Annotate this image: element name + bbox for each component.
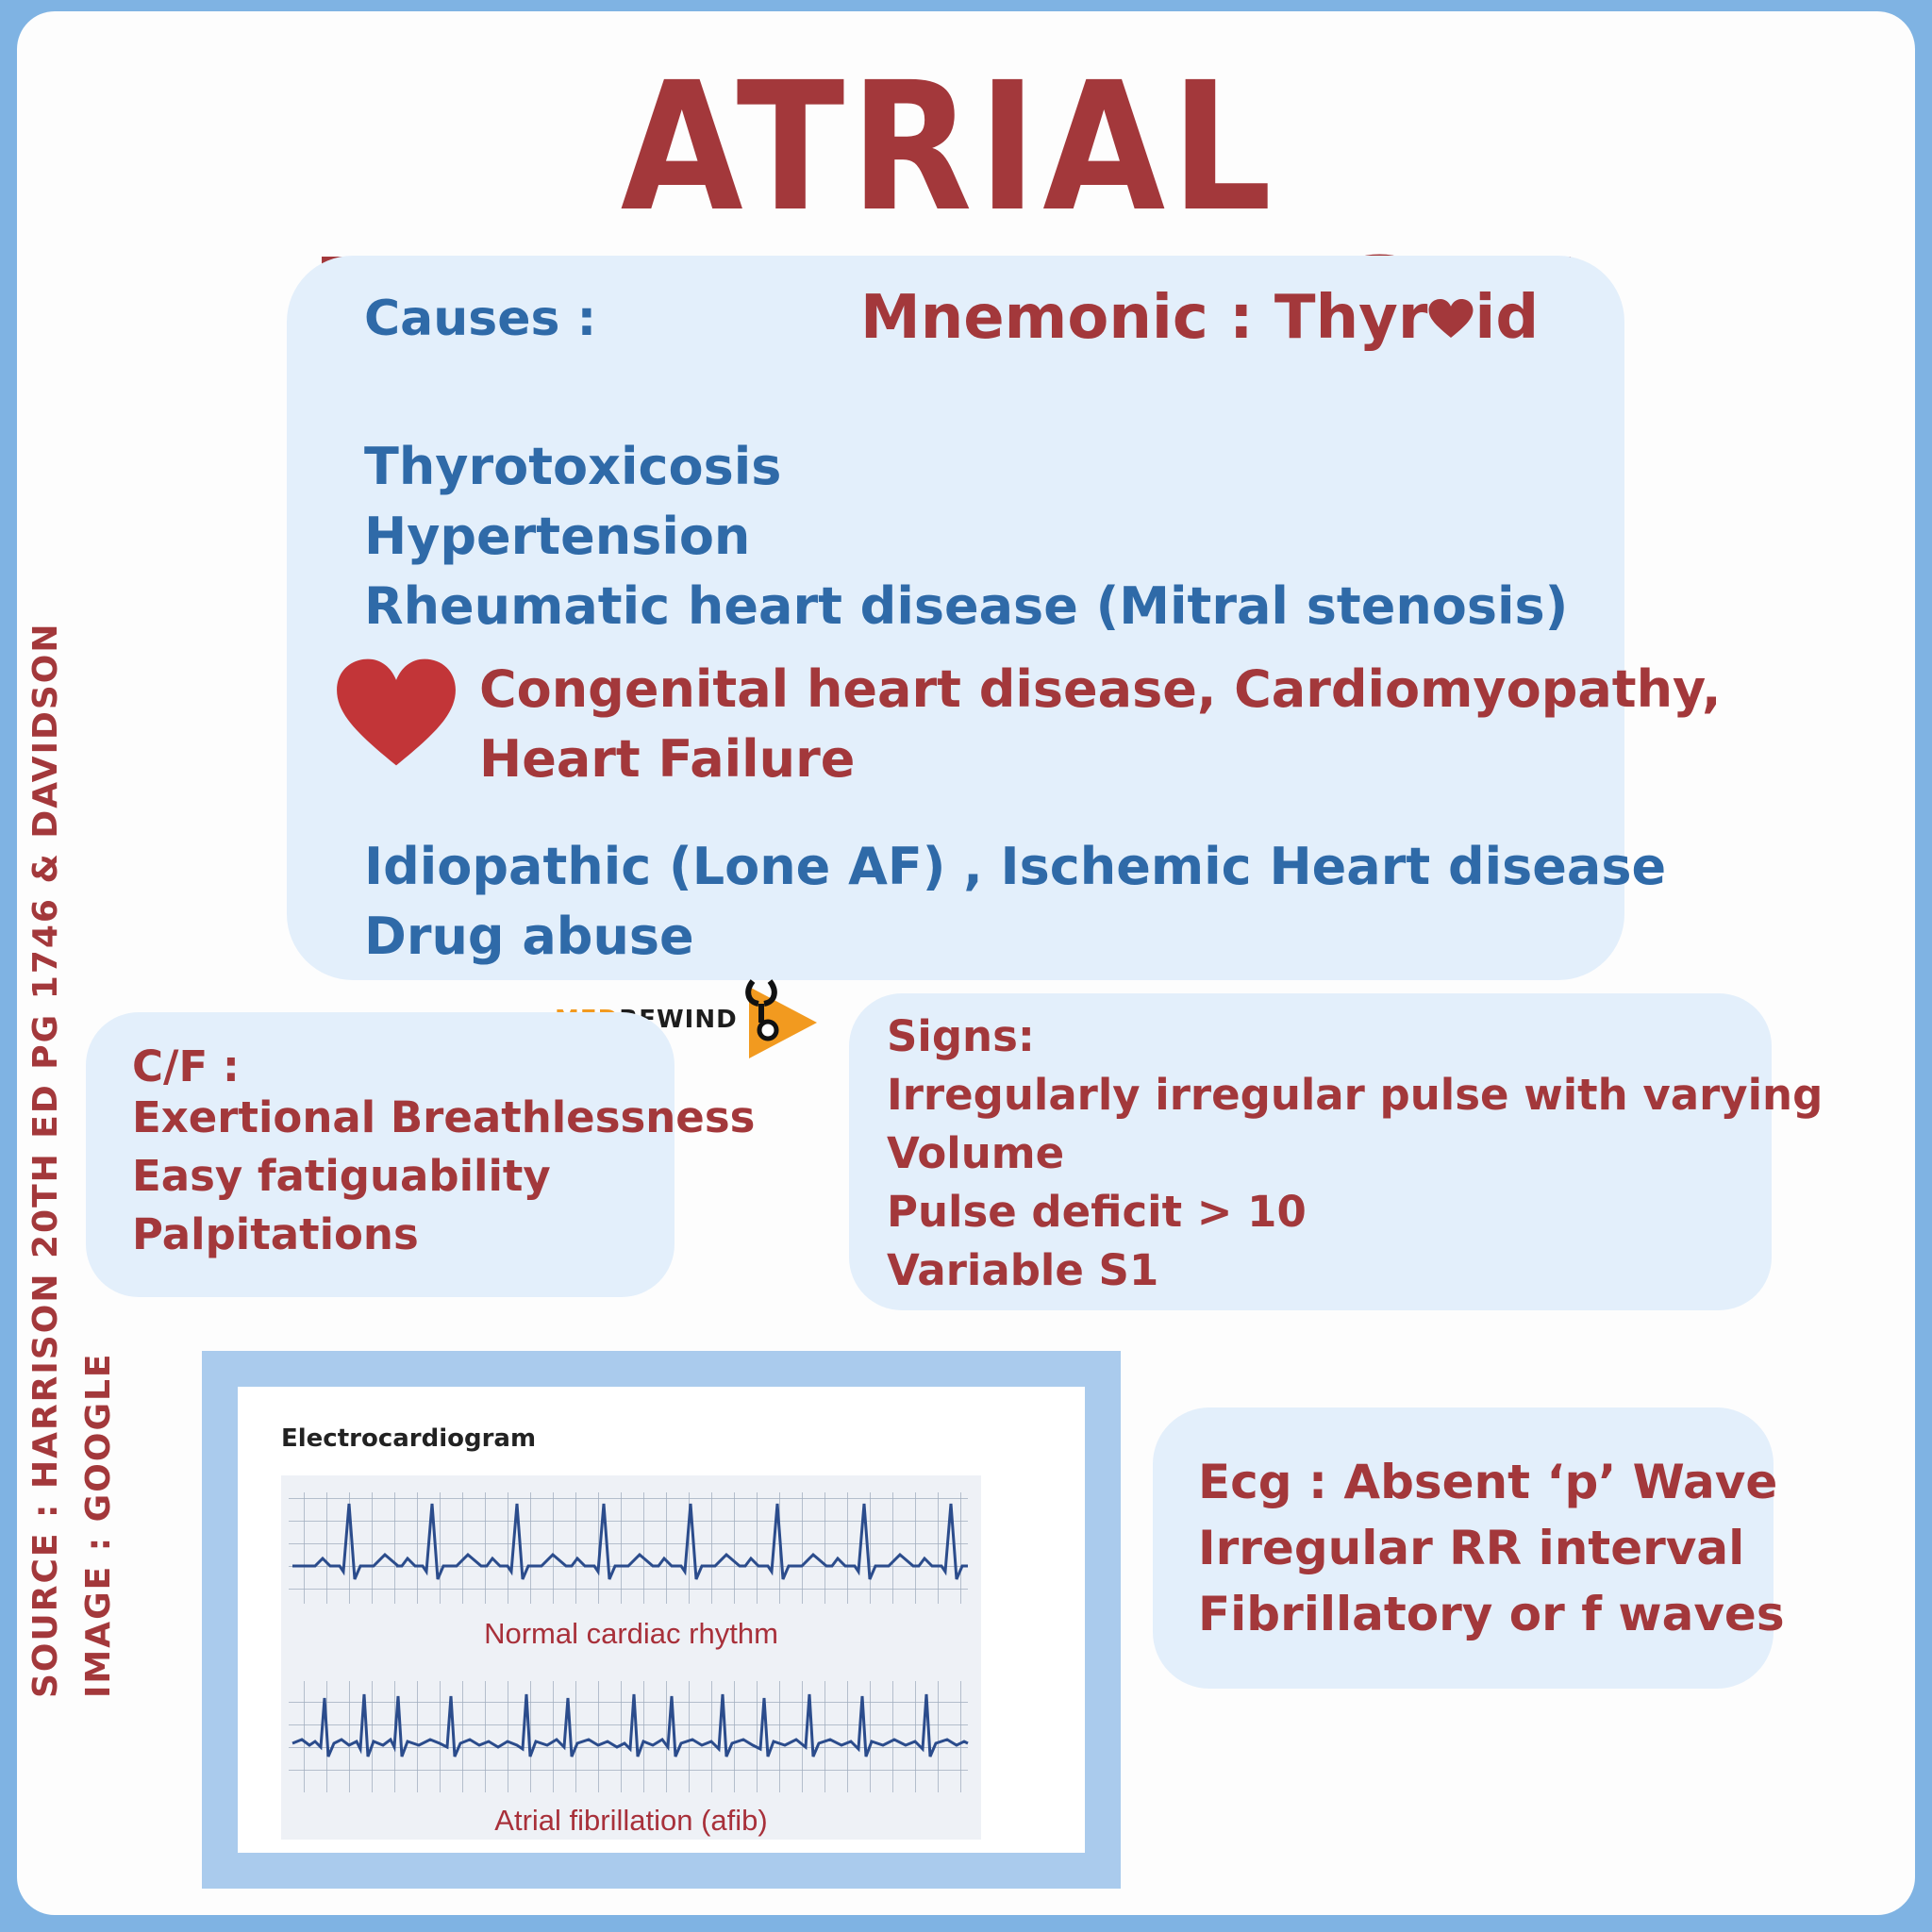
caption-normal-rhythm: Normal cardiac rhythm	[484, 1617, 778, 1650]
caption-atrial-fibrillation: Atrial fibrillation (afib)	[494, 1804, 768, 1837]
sign-item: Irregularly irregular pulse with varying	[887, 1070, 1824, 1120]
afib-trace	[291, 1693, 969, 1757]
ecg-image-title: Electrocardiogram	[281, 1424, 537, 1453]
heart-icon	[337, 658, 456, 766]
ecg-strip: Normal cardiac rhythm Atrial fibrillatio…	[281, 1475, 981, 1840]
normal-rhythm-trace	[292, 1503, 968, 1580]
source-credit: SOURCE : HARRISON 20TH ED PG 1746 & DAVI…	[26, 622, 65, 1698]
play-logo-icon	[745, 979, 817, 1058]
heart-icon	[1428, 298, 1474, 339]
ecg-finding-item: Irregular RR interval	[1198, 1521, 1745, 1575]
mnemonic-prefix: Mnemonic : Thyr	[860, 283, 1428, 353]
clinical-features-heading: C/F :	[132, 1041, 240, 1091]
causes-heading: Causes :	[364, 291, 597, 347]
cause-item: Heart Failure	[479, 729, 856, 789]
ecg-finding-item: Ecg : Absent ‘p’ Wave	[1198, 1455, 1778, 1509]
clinical-feature-item: Easy fatiguability	[132, 1151, 551, 1201]
cause-item: Drug abuse	[364, 907, 694, 966]
clinical-features-panel	[86, 1012, 675, 1297]
source-credits: SOURCE : HARRISON 20TH ED PG 1746 & DAVI…	[19, 622, 142, 1698]
ecg-traces	[289, 1492, 969, 1792]
image-credit: IMAGE : GOOGLE	[79, 1352, 118, 1698]
ecg-image: Electrocardiogram Normal cardiac rhythm …	[238, 1387, 1085, 1853]
mnemonic-suffix: id	[1474, 283, 1540, 353]
ecg-grid-normal	[289, 1492, 968, 1604]
mnemonic-heading: Mnemonic : Thyr id	[860, 283, 1539, 353]
clinical-feature-item: Exertional Breathlessness	[132, 1092, 756, 1142]
sign-item: Variable S1	[887, 1245, 1159, 1295]
cause-item: Thyrotoxicosis	[364, 437, 782, 496]
cause-item: Congenital heart disease, Cardiomyopathy…	[479, 659, 1722, 719]
clinical-feature-item: Palpitations	[132, 1209, 419, 1259]
ecg-image-frame: Electrocardiogram Normal cardiac rhythm …	[202, 1351, 1121, 1889]
sign-item: Volume	[887, 1128, 1065, 1178]
signs-panel	[849, 993, 1772, 1310]
signs-heading: Signs:	[887, 1011, 1035, 1061]
sign-item: Pulse deficit > 10	[887, 1187, 1307, 1237]
cause-item: Idiopathic (Lone AF) , Ischemic Heart di…	[364, 837, 1667, 896]
ecg-finding-item: Fibrillatory or f waves	[1198, 1587, 1785, 1641]
causes-panel	[287, 256, 1624, 980]
cause-item: Rheumatic heart disease (Mitral stenosis…	[364, 576, 1569, 636]
cause-item: Hypertension	[364, 507, 751, 566]
ecg-findings-panel	[1153, 1407, 1774, 1689]
